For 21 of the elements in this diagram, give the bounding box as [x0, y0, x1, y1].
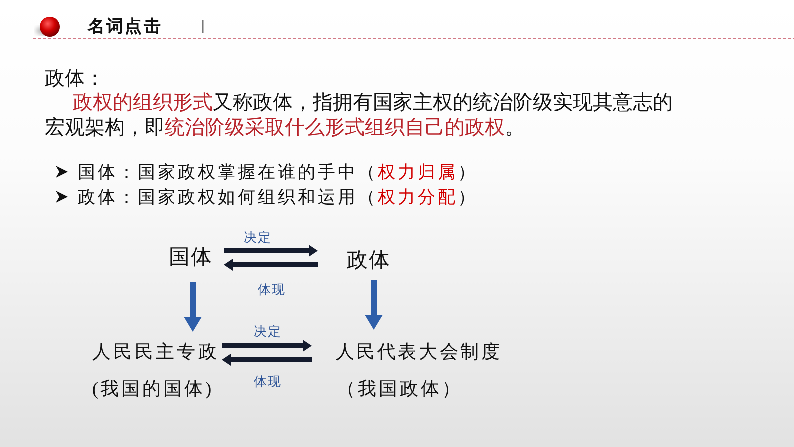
edge-label: 体现 [254, 374, 282, 390]
edge-label: 决定 [254, 324, 282, 340]
bullet-text: 国体：国家政权掌握在谁的手中（权力归属） [78, 161, 478, 183]
arrow [224, 245, 318, 257]
edge-label: 体现 [258, 282, 286, 298]
arrow [184, 282, 202, 332]
definition-paragraph: 政权的组织形式又称政体，指拥有国家主权的统治阶级实现其意志的宏观架构，即统治阶级采取什么形式组织自己的政权。 [45, 90, 674, 140]
arrow [222, 354, 312, 366]
bullet-text: 政体：国家政权如何组织和运用（权力分配） [78, 186, 478, 208]
node-caption: (我国的国体) [92, 379, 214, 401]
node-label: 人民代表大会制度 [336, 342, 502, 364]
heading: 政体： [45, 66, 105, 91]
node-caption: （我国政体） [337, 379, 463, 401]
arrow [365, 280, 383, 330]
arrow [222, 340, 312, 352]
node-label: 政体 [347, 248, 391, 272]
slide-title: 名词点击 [88, 16, 162, 39]
node-label: 国体 [169, 244, 213, 270]
arrow [224, 259, 318, 271]
edge-label: 决定 [244, 230, 272, 246]
node-label: 人民民主专政 [92, 342, 220, 364]
